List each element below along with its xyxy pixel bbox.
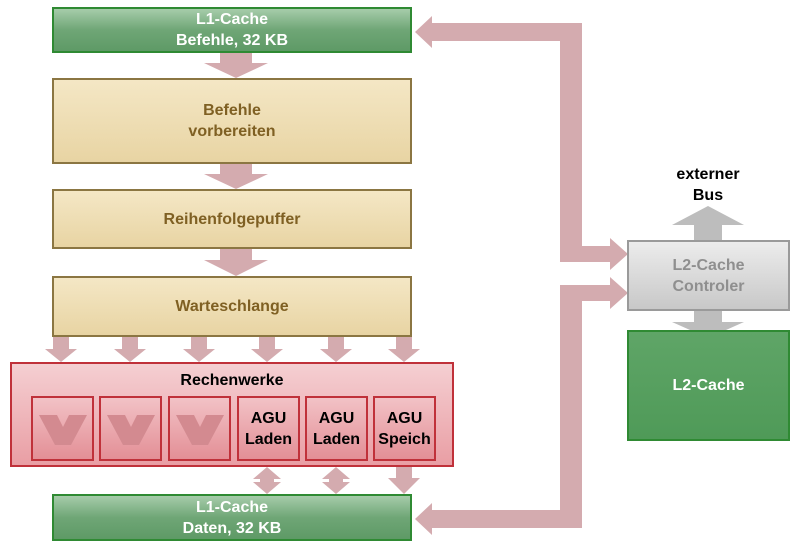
reorder-buffer-block: Reihenfolgepuffer — [52, 189, 412, 249]
execution-units-title: Rechenwerke — [180, 372, 284, 389]
arrow-queue-to-unit-3 — [183, 337, 215, 362]
l1-instruction-cache-title: L1-Cache — [195, 11, 269, 28]
reorder-buffer-label: Reihenfolgepuffer — [163, 210, 301, 228]
l2-cache-controller: L2-Cache Controler — [627, 240, 790, 311]
arrow-controller-to-bus — [672, 206, 744, 240]
arrow-controller-to-l2 — [672, 311, 744, 338]
agu-load-unit-1: AGU Laden — [237, 396, 300, 461]
arrow-prepare-to-reorder — [204, 164, 268, 189]
l2-cache-label: L2-Cache — [672, 377, 745, 394]
arrow-agu-load-2-bidirectional — [322, 467, 350, 494]
execution-units-group: Rechenwerke AGU Laden AGU Laden AGU Spei… — [10, 362, 454, 467]
arrow-queue-to-unit-6 — [388, 337, 420, 362]
l2-controller-line2: Controler — [672, 277, 745, 295]
l1-instruction-cache: L1-Cache Befehle, 32 KB — [52, 7, 412, 53]
arrow-queue-to-unit-1 — [45, 337, 77, 362]
l1-data-cache-title: L1-Cache — [195, 498, 269, 516]
external-bus-line2: Bus — [692, 187, 724, 204]
queue-block: Warteschlange — [52, 276, 412, 337]
l2-cache: L2-Cache — [627, 330, 790, 441]
arrow-l2-to-l1-instructions — [415, 16, 628, 270]
l2-controller-line1: L2-Cache — [672, 256, 745, 274]
arrow-l1-to-prepare — [204, 52, 268, 78]
agu-load-unit-1-line2: Laden — [244, 430, 293, 448]
prepare-instructions-line1: Befehle — [203, 102, 261, 119]
alu-v-icon — [106, 414, 155, 445]
alu-unit-2 — [99, 396, 162, 461]
agu-load-unit-2-line2: Laden — [312, 430, 361, 448]
arrow-queue-to-unit-2 — [114, 337, 146, 362]
agu-load-unit-2-line1: AGU — [318, 409, 355, 427]
arrow-l2-to-l1-data — [415, 277, 628, 535]
arrow-agu-store-down — [388, 467, 420, 494]
l1-instruction-cache-size: Befehle, 32 KB — [175, 32, 289, 49]
agu-store-unit-line1: AGU — [386, 409, 423, 427]
agu-store-unit: AGU Speich — [373, 396, 436, 461]
arrow-reorder-to-queue — [204, 249, 268, 276]
prepare-instructions-line2: vorbereiten — [188, 123, 276, 140]
agu-load-unit-2: AGU Laden — [305, 396, 368, 461]
l1-data-cache-size: Daten, 32 KB — [182, 519, 282, 537]
prepare-instructions-block: Befehle vorbereiten — [52, 78, 412, 164]
l1-data-cache: L1-Cache Daten, 32 KB — [52, 494, 412, 541]
alu-unit-1 — [31, 396, 94, 461]
queue-label: Warteschlange — [175, 298, 289, 315]
agu-store-unit-line2: Speich — [378, 430, 431, 448]
alu-v-icon — [175, 414, 224, 445]
external-bus-line1: externer — [676, 166, 740, 183]
alu-unit-3 — [168, 396, 231, 461]
arrow-queue-to-unit-4 — [251, 337, 283, 362]
arrow-queue-to-unit-5 — [320, 337, 352, 362]
alu-v-icon — [38, 414, 87, 445]
arrow-agu-load-1-bidirectional — [253, 467, 281, 494]
external-bus-label: externer Bus — [660, 164, 756, 206]
agu-load-unit-1-line1: AGU — [250, 409, 287, 427]
